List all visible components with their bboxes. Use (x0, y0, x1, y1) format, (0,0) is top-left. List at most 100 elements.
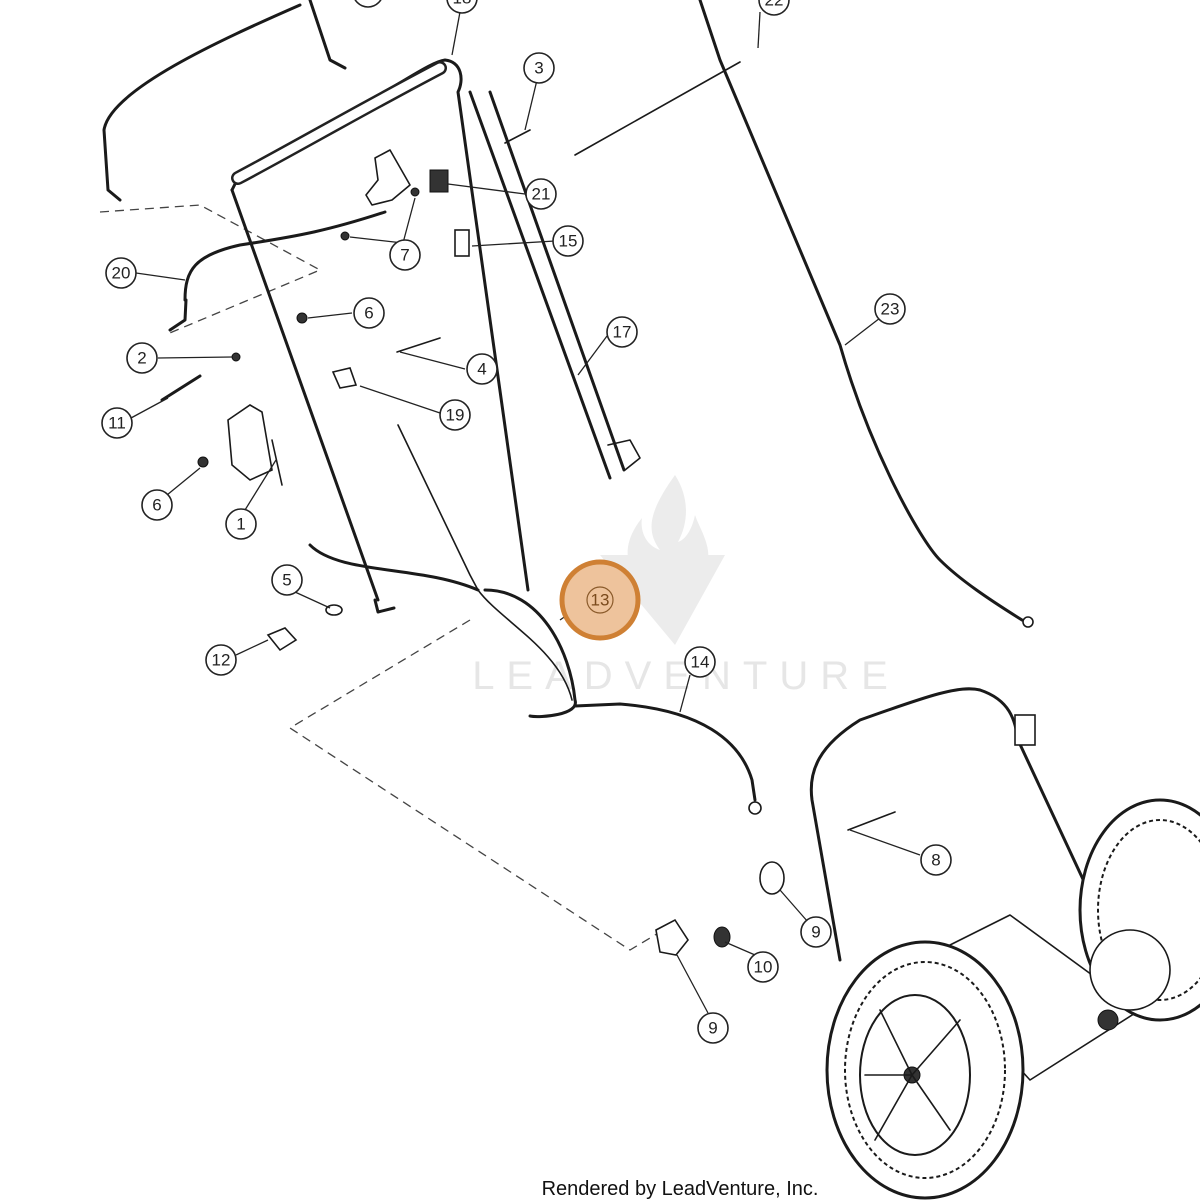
control-bail-wire (102, 3, 302, 202)
callout-6a[interactable]: 6 (353, 297, 385, 329)
control-outline-dashed (99, 204, 322, 336)
nut-part-6b (197, 456, 209, 468)
bracket-rear (1014, 714, 1036, 746)
nut-part-2 (231, 352, 241, 362)
svg-text:12: 12 (212, 651, 231, 670)
svg-text:17: 17 (613, 323, 632, 342)
wheel-left-spokes (864, 1009, 961, 1141)
callout-2[interactable]: 2 (126, 342, 158, 374)
callout-19[interactable]: 19 (439, 399, 471, 431)
svg-text:20: 20 (112, 264, 131, 283)
callout-7[interactable]: 7 (389, 239, 421, 271)
screw-part-11 (160, 374, 202, 402)
callout-5[interactable]: 5 (271, 564, 303, 596)
svg-text:14: 14 (691, 653, 710, 672)
bolt-part-3 (504, 129, 531, 144)
throttle-lever-rod (271, 439, 283, 486)
callout-1[interactable]: 1 (225, 508, 257, 540)
callout-18[interactable]: 18 (446, 0, 478, 14)
svg-text:22: 22 (765, 0, 784, 10)
cable-23-end (1022, 616, 1034, 628)
callout-4[interactable]: 4 (466, 353, 498, 385)
switch-part-21 (429, 169, 449, 193)
svg-text:1: 1 (236, 515, 245, 534)
clip-part-19 (331, 367, 358, 389)
svg-text:19: 19 (446, 406, 465, 425)
throttle-cable (308, 543, 480, 592)
rod-part-22 (574, 61, 741, 156)
svg-text:23: 23 (881, 300, 900, 319)
callout-20[interactable]: 20 (105, 257, 137, 289)
spring-part-10 (713, 926, 731, 948)
svg-text:4: 4 (477, 360, 486, 379)
upper-handle-left-end (373, 598, 396, 614)
cable-13-loop (483, 588, 577, 719)
callout-8[interactable]: 8 (920, 844, 952, 876)
svg-text:16: 16 (359, 0, 378, 2)
callout-12[interactable]: 12 (205, 644, 237, 676)
nut-part-7b (410, 187, 420, 197)
bolt-part-8 (847, 811, 896, 831)
throttle-rod-end (168, 298, 188, 332)
svg-text:9: 9 (811, 923, 820, 942)
svg-text:13: 13 (591, 591, 610, 610)
svg-text:18: 18 (453, 0, 472, 8)
callout-17[interactable]: 17 (606, 316, 638, 348)
svg-text:2: 2 (137, 349, 146, 368)
svg-text:7: 7 (400, 246, 409, 265)
wheel-right-tread (1097, 819, 1200, 1001)
cable-part-13 (397, 424, 573, 701)
wheel-left (825, 940, 1025, 1200)
svg-text:3: 3 (534, 59, 543, 78)
lower-handle-tube-edge (488, 90, 626, 472)
callout-14[interactable]: 14 (684, 646, 716, 678)
svg-text:5: 5 (282, 571, 291, 590)
bushing-part-9a (759, 861, 785, 895)
deck-outline-dashed (288, 619, 681, 951)
nut-part-7a (340, 231, 350, 241)
wheel-left-hub-rim (859, 994, 971, 1156)
nut-part-6a (296, 312, 308, 324)
bushing-part-9b (655, 918, 689, 956)
svg-text:15: 15 (559, 232, 578, 251)
lower-handle-tube (468, 90, 612, 480)
rear-handle-frame (809, 687, 1090, 962)
bolt-part-4 (396, 337, 441, 353)
svg-text:10: 10 (754, 958, 773, 977)
callout-13-highlighted[interactable]: 13 (559, 559, 641, 641)
callout-9a[interactable]: 9 (800, 916, 832, 948)
washer-part-5 (325, 604, 343, 616)
cable-14-end (748, 801, 762, 815)
cable-part-14 (573, 702, 757, 802)
wheel-left-tread (844, 961, 1006, 1179)
callout-9b[interactable]: 9 (697, 1012, 729, 1044)
svg-text:8: 8 (931, 851, 940, 870)
control-bail-clip (308, 0, 347, 70)
upper-handle (230, 58, 530, 592)
svg-text:6: 6 (152, 496, 161, 515)
svg-text:21: 21 (532, 185, 551, 204)
bail-bracket (365, 149, 411, 206)
render-credit: Rendered by LeadVenture, Inc. (541, 1178, 819, 1200)
leader-lines (130, 11, 921, 1014)
callout-6b[interactable]: 6 (141, 489, 173, 521)
callout-16[interactable]: 16 (353, 0, 383, 8)
svg-text:9: 9 (708, 1019, 717, 1038)
handle-grip-inner (233, 63, 445, 183)
callout-22[interactable]: 22 (758, 0, 790, 16)
switch-part-15 (454, 229, 470, 257)
callout-10[interactable]: 10 (747, 951, 779, 983)
gear-part (1089, 929, 1171, 1011)
callout-11[interactable]: 11 (101, 407, 133, 439)
svg-text:11: 11 (108, 414, 126, 433)
callout-3[interactable]: 3 (523, 52, 555, 84)
callout-15[interactable]: 15 (552, 225, 584, 257)
callout-21[interactable]: 21 (525, 178, 557, 210)
knob-part-12 (266, 627, 298, 652)
gear-bearing (1097, 1009, 1119, 1031)
lower-handle-bracket (607, 439, 641, 471)
callout-23[interactable]: 23 (874, 293, 906, 325)
watermark-text: LEADVENTURE (472, 654, 900, 698)
